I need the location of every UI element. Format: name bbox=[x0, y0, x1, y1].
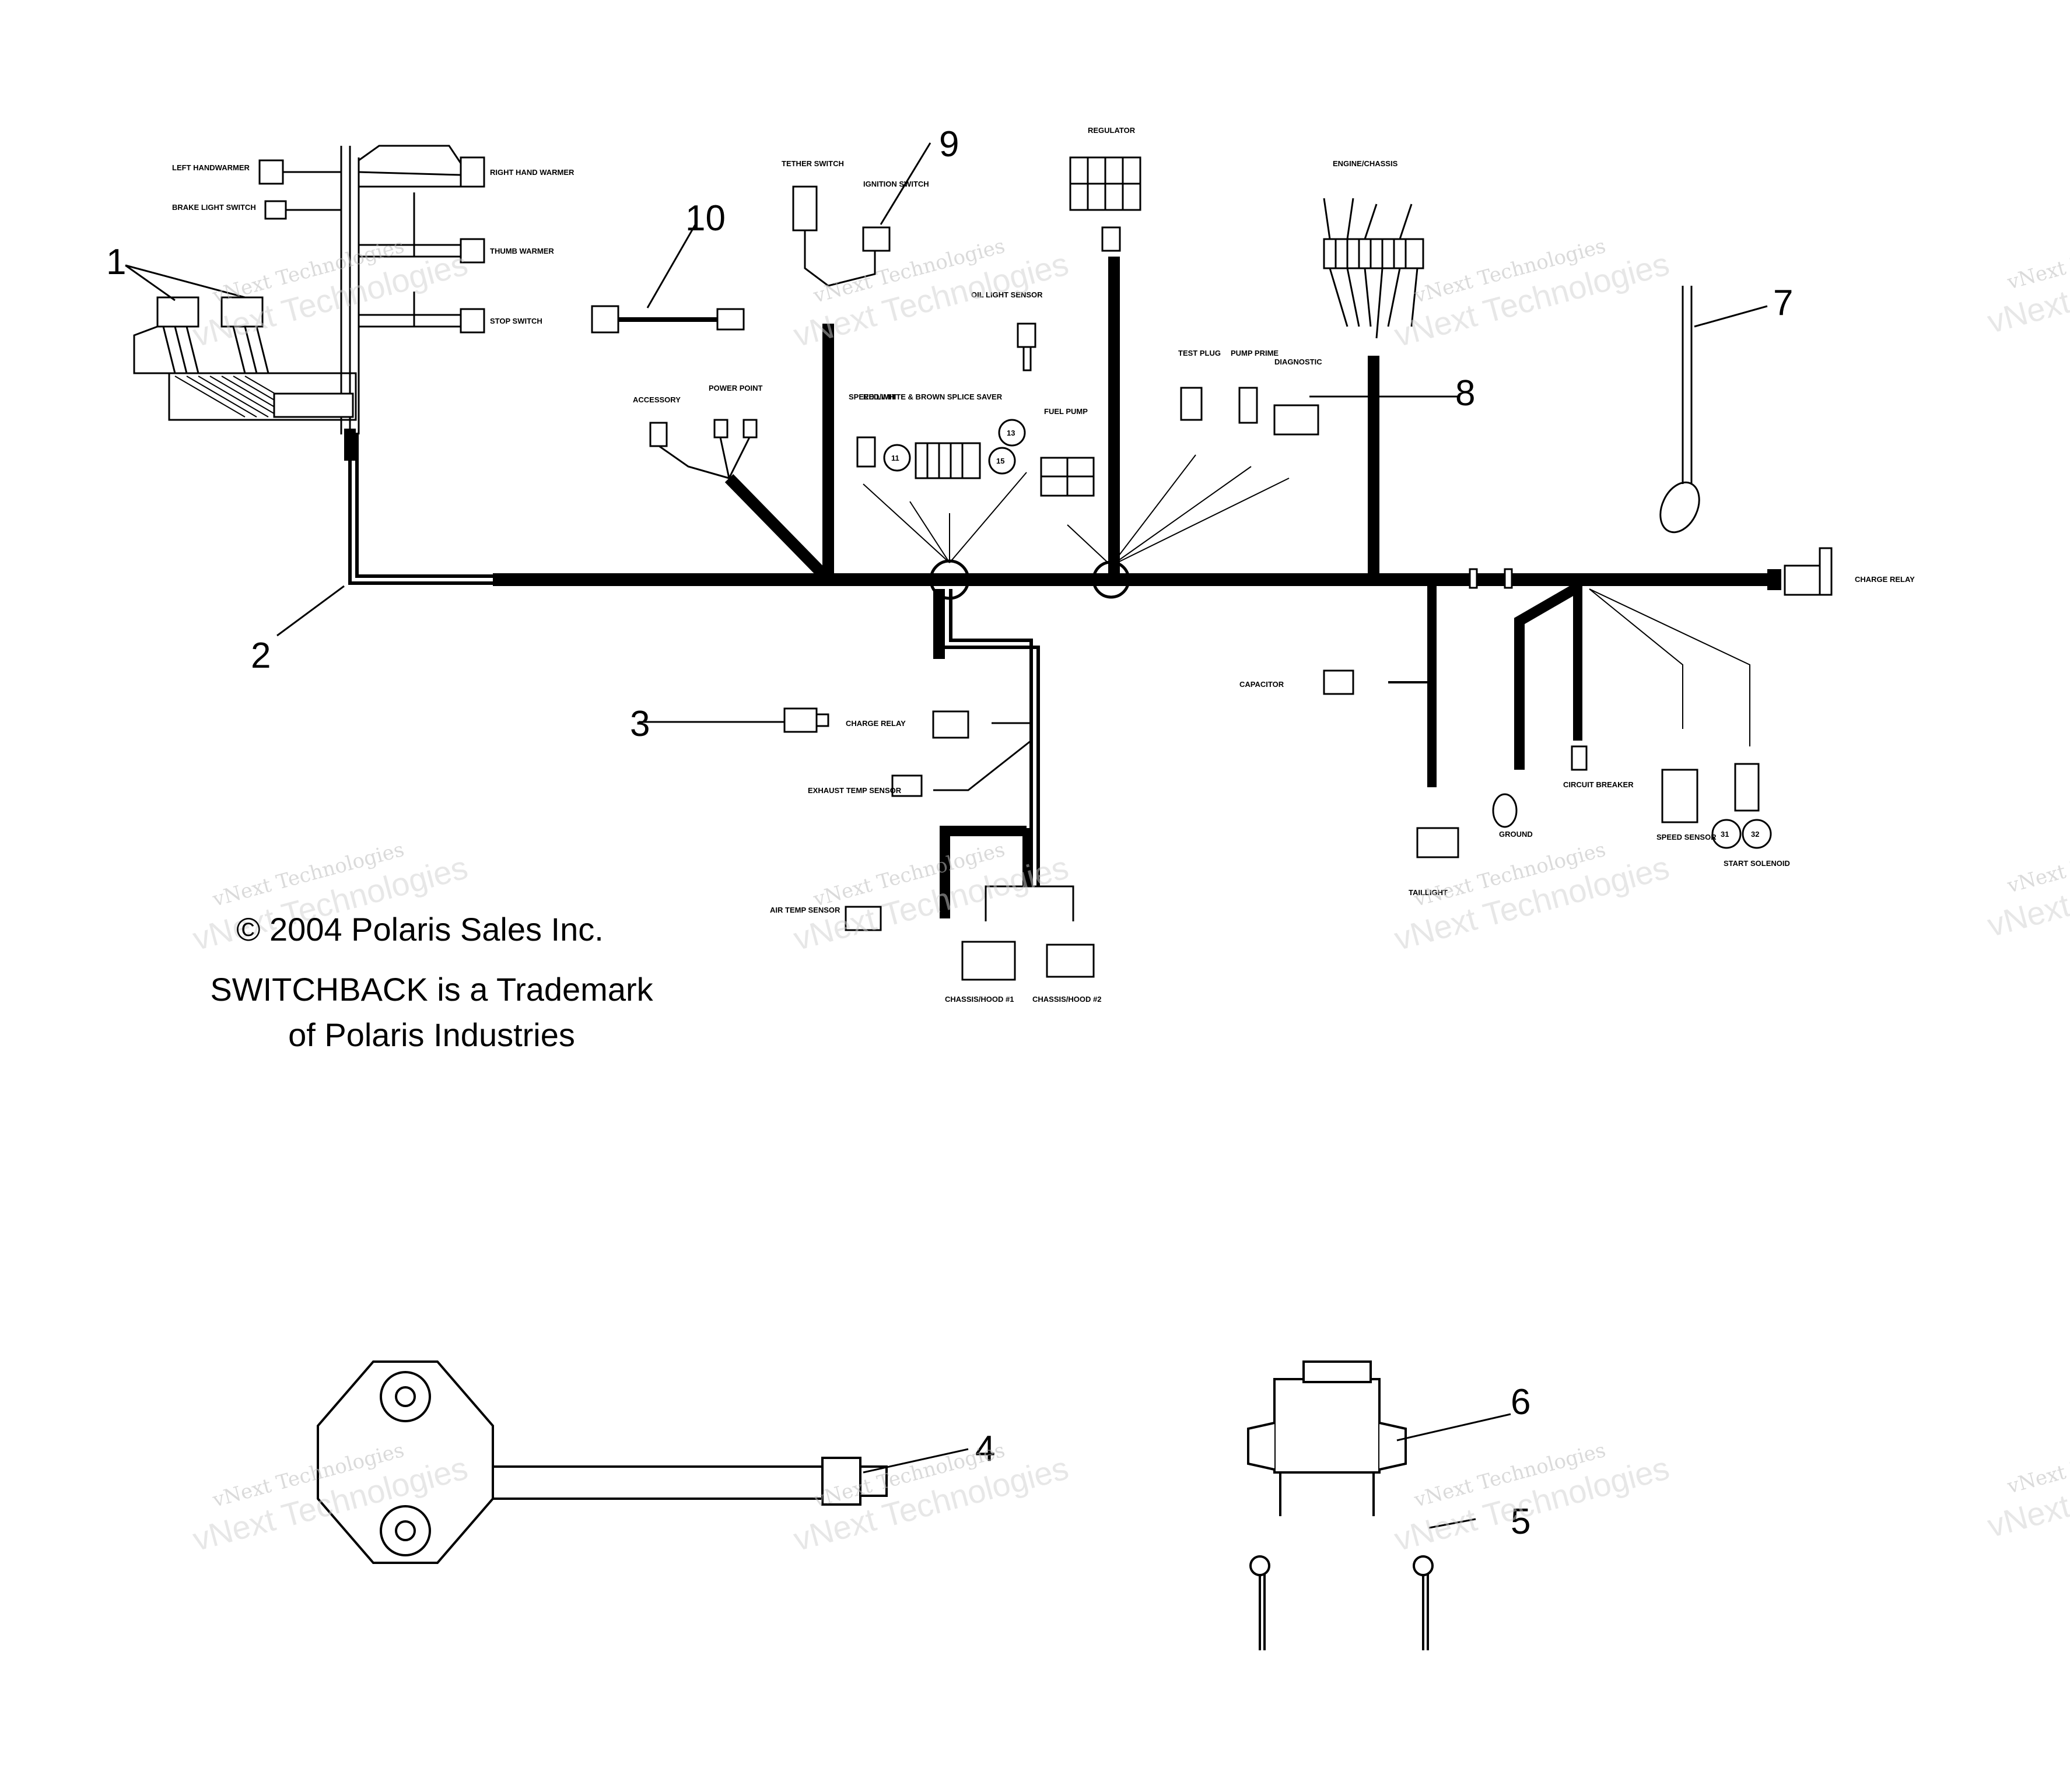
label-taillight: TAILLIGHT bbox=[1409, 888, 1448, 897]
label-capacitor: CAPACITOR bbox=[1239, 680, 1284, 689]
label-ignition-switch: IGNITION SWITCH bbox=[863, 180, 929, 188]
label-speed-sensor: SPEED SENSOR bbox=[1656, 833, 1717, 841]
callout-10: 10 bbox=[685, 198, 726, 239]
main-harness bbox=[344, 257, 1781, 921]
label-ground: GROUND bbox=[1499, 830, 1533, 839]
watermark-10a: vNext Technologies bbox=[2005, 220, 2070, 294]
callout-4: 4 bbox=[975, 1429, 995, 1469]
circle-number-15: 15 bbox=[996, 457, 1004, 465]
label-tether-switch: TETHER SWITCH bbox=[782, 159, 844, 168]
label-fuel-pump: FUEL PUMP bbox=[1044, 407, 1088, 416]
circle-number-31: 31 bbox=[1721, 830, 1729, 839]
circle-number-13: 13 bbox=[1007, 429, 1015, 437]
watermark-11a: vNext Technologies bbox=[2005, 824, 2070, 897]
label-charge-relay-3: CHARGE RELAY bbox=[846, 719, 906, 728]
label-engine-chassis: ENGINE/CHASSIS bbox=[1333, 159, 1398, 168]
label-splice-saver: RED/WHITE & BROWN SPLICE SAVER bbox=[863, 392, 1003, 401]
callout-numbers: 1 2 3 4 5 6 7 8 9 10 bbox=[106, 124, 1793, 1542]
label-brake-light-switch: BRAKE LIGHT SWITCH bbox=[172, 203, 256, 212]
callout-6: 6 bbox=[1511, 1382, 1530, 1422]
cdi-module bbox=[1247, 1360, 1434, 1650]
callout-7: 7 bbox=[1773, 283, 1793, 323]
label-pump-prime: PUMP PRIME bbox=[1231, 349, 1279, 357]
leader-lines bbox=[125, 142, 1768, 1529]
label-start-solenoid: START SOLENOID bbox=[1724, 859, 1790, 868]
label-thumb-warmer: THUMB WARMER bbox=[490, 247, 554, 255]
components bbox=[591, 156, 1833, 981]
callout-3: 3 bbox=[630, 704, 650, 744]
callout-9: 9 bbox=[939, 124, 959, 164]
component-labels: LEFT HANDWARMER BRAKE LIGHT SWITCH RIGHT… bbox=[172, 126, 1915, 1004]
trademark-line-1: SWITCHBACK is a Trademark bbox=[210, 971, 653, 1008]
callout-1: 1 bbox=[106, 242, 126, 282]
copyright-note: © 2004 Polaris Sales Inc. bbox=[236, 911, 604, 948]
handlebar-cluster bbox=[133, 145, 485, 434]
label-chassis-hood-1: CHASSIS/HOOD #1 bbox=[945, 995, 1014, 1004]
label-accessory: ACCESSORY bbox=[633, 395, 681, 404]
callout-8: 8 bbox=[1455, 373, 1475, 413]
label-diagnostic: DIAGNOSTIC bbox=[1274, 357, 1322, 366]
label-left-handwarmer: LEFT HANDWARMER bbox=[172, 163, 250, 172]
circle-number-32: 32 bbox=[1751, 830, 1759, 839]
circle-number-11: 11 bbox=[891, 454, 899, 462]
label-regulator: REGULATOR bbox=[1088, 126, 1136, 135]
label-power-point: POWER POINT bbox=[709, 384, 763, 392]
label-oil-light-sensor: OIL LIGHT SENSOR bbox=[971, 290, 1043, 299]
label-air-temp-sensor: AIR TEMP SENSOR bbox=[770, 906, 840, 914]
label-stop-switch: STOP SWITCH bbox=[490, 317, 542, 325]
callout-5: 5 bbox=[1511, 1502, 1530, 1542]
label-charge-relay-right: CHARGE RELAY bbox=[1855, 575, 1915, 584]
ignition-module bbox=[317, 1360, 888, 1564]
watermark-12a: vNext Technologies bbox=[2005, 1425, 2070, 1498]
label-circuit-breaker: CIRCUIT BREAKER bbox=[1563, 780, 1634, 789]
label-chassis-hood-2: CHASSIS/HOOD #2 bbox=[1032, 995, 1101, 1004]
callout-2: 2 bbox=[251, 636, 271, 676]
label-right-hand-warmer: RIGHT HAND WARMER bbox=[490, 168, 575, 177]
watermarks: vNext Technologies vNext Technologies vN… bbox=[189, 220, 2070, 1558]
label-speed-limit: SPEED LIMIT bbox=[849, 392, 896, 401]
label-exhaust-temp-sensor: EXHAUST TEMP SENSOR bbox=[808, 786, 902, 795]
trademark-line-2: of Polaris Industries bbox=[288, 1016, 575, 1053]
label-test-plug: TEST PLUG bbox=[1178, 349, 1221, 357]
